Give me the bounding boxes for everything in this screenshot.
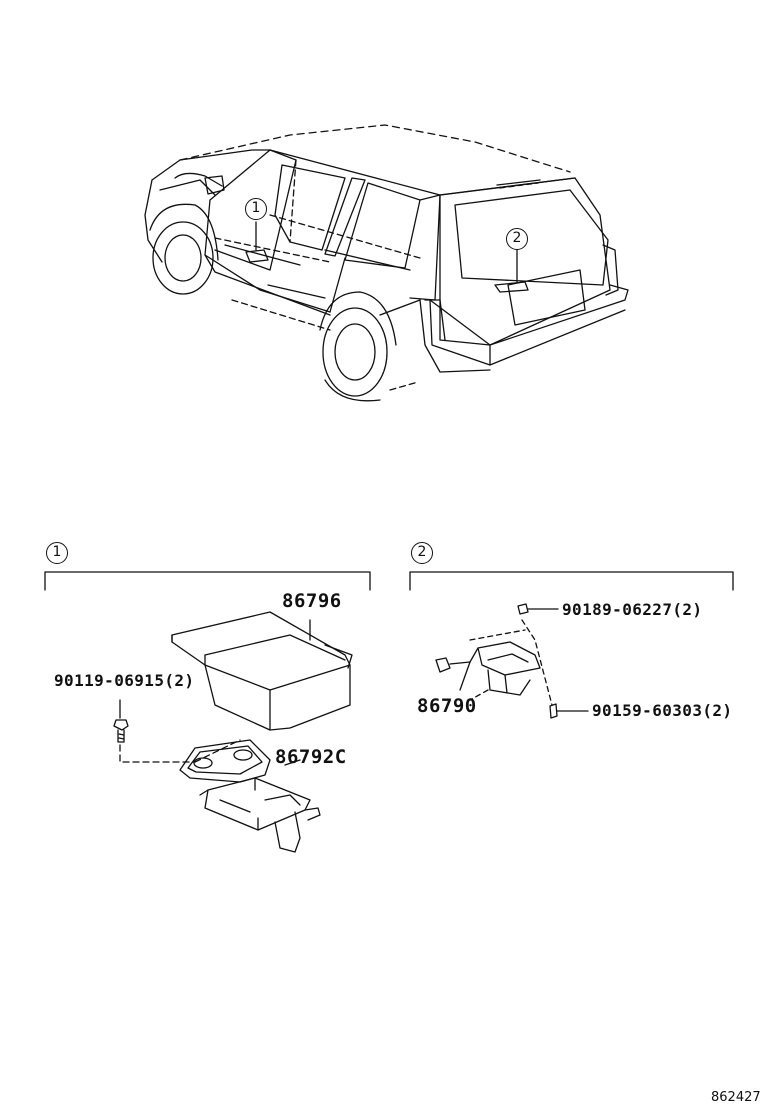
cover-86796-drawing [171, 611, 353, 731]
part-label-90159-60303: 90159-60303(2) [592, 701, 733, 720]
section-2-callout: 2 [411, 542, 433, 564]
camera-86790-drawing [435, 619, 553, 706]
overview-callout-1: 1 [245, 198, 267, 220]
part-label-90119-06915: 90119-06915(2) [54, 671, 195, 690]
vehicle-illustration [144, 124, 629, 402]
bracket-86792c-drawing [179, 739, 321, 853]
section-1-frame [44, 571, 371, 591]
diagram-code: 862427 [711, 1090, 760, 1105]
part-label-86792c: 86792C [275, 746, 347, 768]
screw-90189-drawing [517, 603, 559, 615]
screw-90159-drawing [549, 703, 589, 719]
section-1-callout: 1 [46, 542, 68, 564]
part-label-86790: 86790 [417, 695, 477, 717]
section-2-frame [409, 571, 734, 591]
bolt-90119-drawing [113, 699, 241, 763]
part-label-86796: 86796 [282, 590, 342, 612]
overview-callout-2: 2 [506, 228, 528, 250]
part-label-90189-06227: 90189-06227(2) [562, 600, 703, 619]
